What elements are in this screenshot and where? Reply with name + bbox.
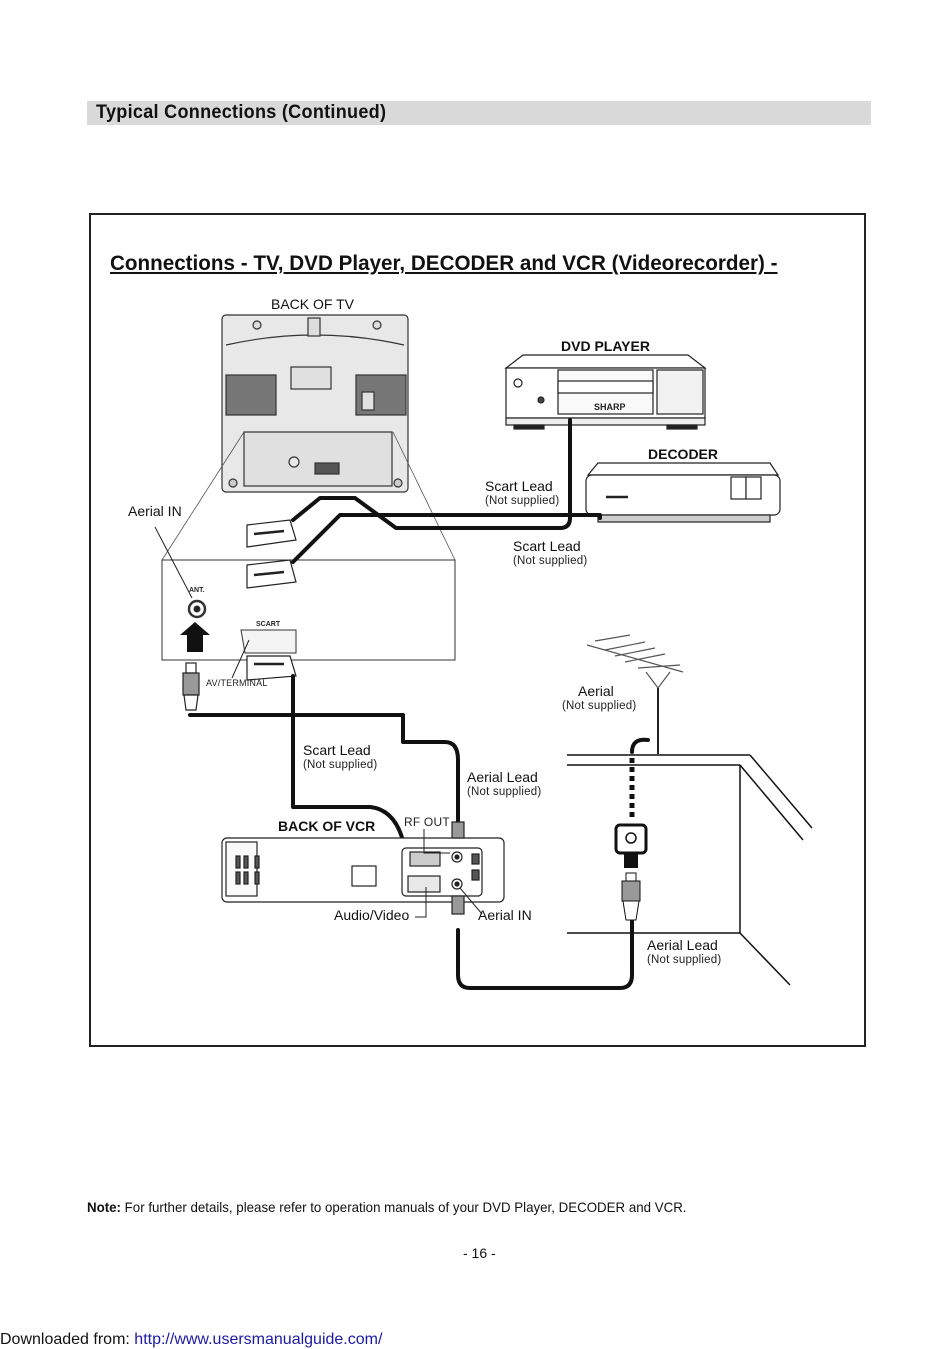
scart-lead-sub-1: (Not supplied) [485, 495, 560, 507]
back-of-tv-label: BACK OF TV [271, 296, 354, 312]
aerial-in-vcr-label: Aerial IN [478, 907, 532, 923]
tv-panel-zoom-lines [161, 431, 456, 561]
scart-lead-sub-2: (Not supplied) [513, 555, 588, 567]
dvd-brand-logo: SHARP [594, 402, 626, 412]
scart-lead-label-2: Scart Lead [513, 538, 581, 554]
tv-back-illustration [221, 314, 409, 493]
aerial-plug-tv [182, 662, 200, 711]
note-prefix: Note: [87, 1199, 121, 1215]
page-number: - 16 - [463, 1245, 496, 1261]
scart-label: SCART [256, 621, 281, 628]
scart-lead-label-1: Scart Lead [485, 478, 553, 494]
rf-out-label: RF OUT [404, 815, 450, 829]
note-body: For further details, please refer to ope… [120, 1199, 687, 1215]
audio-video-label: Audio/Video [334, 907, 410, 923]
note-text: Note: For further details, please refer … [87, 1199, 686, 1215]
aerial-sub: (Not supplied) [562, 700, 637, 712]
av-terminal-label: AV/TERMINAL [206, 678, 268, 688]
diagram-title: Connections - TV, DVD Player, DECODER an… [110, 251, 778, 275]
section-header-bar [87, 101, 871, 125]
wall-aerial-socket [614, 823, 648, 921]
cables [188, 418, 650, 990]
back-of-vcr-label: BACK OF VCR [278, 818, 376, 834]
aerial-in-tv-label: Aerial IN [128, 503, 182, 519]
scart-lead-label-3: Scart Lead [303, 742, 371, 758]
vcr-label-pointers [154, 526, 483, 918]
dvd-player-label: DVD PLAYER [561, 338, 650, 354]
scart-lead-sub-3: (Not supplied) [303, 759, 378, 771]
aerial-lead-sub-2: (Not supplied) [647, 954, 722, 966]
scart-plugs [246, 519, 297, 681]
aerial-label: Aerial [578, 683, 614, 699]
vcr-aerial-plugs [451, 821, 465, 915]
aerial-lead-sub-1: (Not supplied) [467, 786, 542, 798]
aerial-lead-label-1: Aerial Lead [467, 769, 538, 785]
download-label: Downloaded from: [0, 1331, 135, 1348]
download-footer: Downloaded from: http://www.usersmanualg… [0, 1331, 382, 1349]
aerial-lead-label-2: Aerial Lead [647, 937, 718, 953]
decoder-illustration [585, 462, 781, 523]
section-title: Typical Connections (Continued) [96, 102, 387, 123]
tv-connection-panel [161, 559, 456, 661]
decoder-label: DECODER [648, 446, 719, 462]
aerial-antenna [586, 634, 684, 754]
vcr-back-illustration [221, 837, 505, 903]
ant-label: ANT. [189, 587, 205, 594]
room-wall-lines [567, 754, 813, 986]
diagram-frame [89, 213, 866, 1047]
download-link[interactable]: http://www.usersmanualguide.com/ [134, 1331, 383, 1348]
dvd-player-illustration [504, 354, 707, 430]
